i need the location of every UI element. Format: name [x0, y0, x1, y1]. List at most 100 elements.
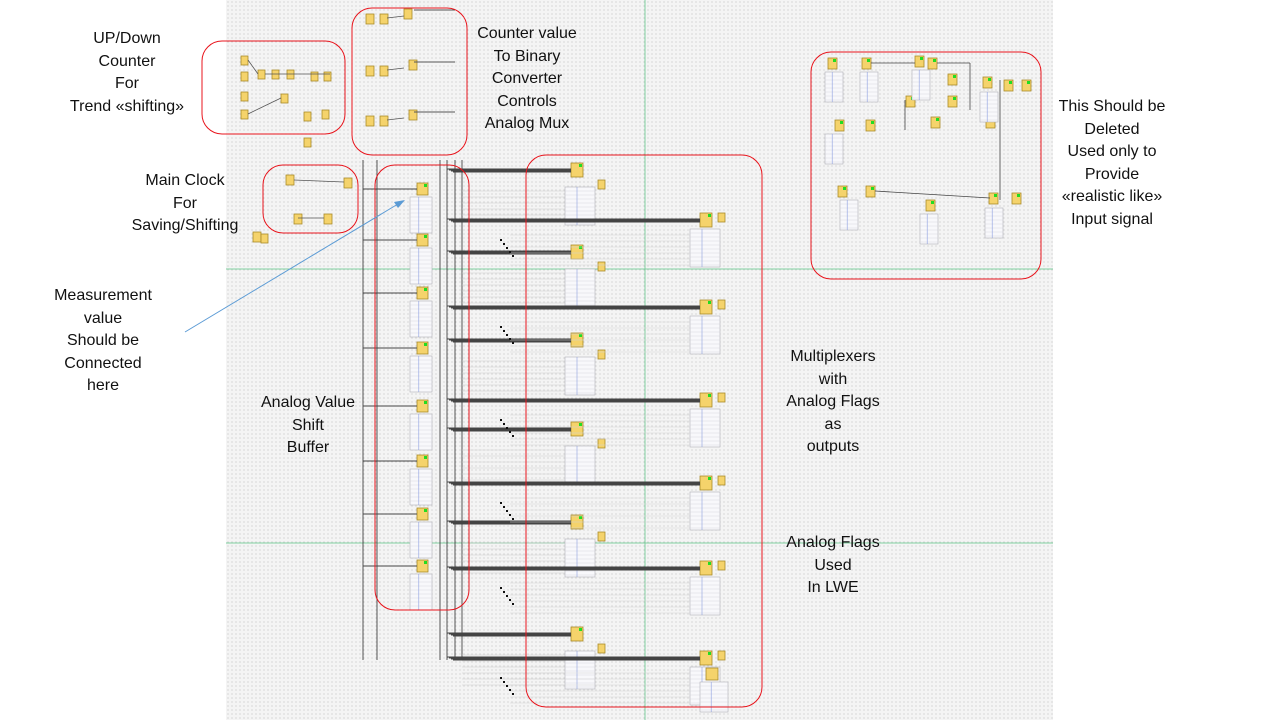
status-led: [579, 164, 582, 167]
note-line: For: [114, 75, 139, 92]
status-led: [871, 187, 874, 190]
parameter-table: [564, 445, 596, 485]
junction-dot: [512, 435, 514, 437]
status-led: [708, 394, 711, 397]
arrow-head: [394, 200, 405, 208]
junction-dot: [509, 431, 511, 433]
status-led: [1017, 194, 1020, 197]
circuit-diagram-canvas[interactable]: [226, 0, 1053, 720]
junction-dot: [506, 685, 508, 687]
status-led: [579, 246, 582, 249]
status-led: [931, 201, 934, 204]
parameter-table: [839, 199, 859, 231]
status-led: [1027, 81, 1030, 84]
parameter-table: [859, 71, 879, 103]
parameter-table: [409, 355, 433, 393]
function-block: [286, 69, 295, 80]
junction-dot: [503, 243, 505, 245]
junction-dot: [506, 247, 508, 249]
highlight-box: [525, 154, 763, 708]
note-line: For: [172, 194, 197, 212]
note-line: Main Clock: [145, 172, 225, 189]
status-led: [579, 334, 582, 337]
wire: [247, 59, 259, 75]
wire: [386, 67, 405, 71]
junction-dot: [503, 681, 505, 683]
parameter-table: [409, 521, 433, 559]
junction-dot: [509, 251, 511, 253]
status-led: [579, 516, 582, 519]
status-led: [708, 214, 711, 217]
function-block: [597, 643, 606, 654]
status-led: [579, 423, 582, 426]
note-line: Used only to: [1067, 143, 1157, 160]
wire: [386, 117, 405, 121]
note-line: Measurement: [54, 287, 152, 304]
junction-dot: [512, 603, 514, 605]
function-block: [293, 213, 303, 225]
parameter-table: [409, 300, 433, 338]
note-line: Deleted: [1084, 120, 1140, 138]
junction-dot: [506, 595, 508, 597]
function-block: [947, 73, 958, 86]
status-led: [424, 184, 427, 187]
junction-dot: [506, 510, 508, 512]
note-line: To Binary: [493, 47, 561, 65]
note-line: as: [824, 415, 842, 433]
note-line: Provide: [1084, 165, 1140, 183]
function-block: [597, 179, 606, 190]
function-block: [597, 438, 606, 449]
status-led: [424, 288, 427, 291]
status-led: [936, 118, 939, 121]
wire: [874, 190, 991, 199]
status-led: [867, 59, 870, 62]
note-line: with: [818, 370, 848, 388]
highlight-box: [810, 51, 1042, 280]
function-block: [925, 199, 936, 212]
function-block: [914, 55, 925, 68]
status-led: [953, 97, 956, 100]
note-line: Should be: [66, 332, 140, 349]
note-line: Connected: [64, 354, 142, 372]
function-block: [717, 299, 726, 310]
function-block: [323, 213, 333, 225]
parameter-table: [979, 91, 999, 123]
status-led: [424, 456, 427, 459]
status-led: [953, 75, 956, 78]
junction-dot: [500, 502, 502, 504]
function-block: [408, 109, 418, 121]
highlight-box: [351, 7, 468, 156]
function-block: [1011, 192, 1022, 205]
junction-dot: [512, 518, 514, 520]
status-led: [708, 477, 711, 480]
parameter-table: [824, 133, 844, 165]
function-block: [865, 119, 876, 132]
junction-dot: [500, 587, 502, 589]
note-line: Multiplexers: [790, 348, 876, 365]
function-block: [597, 349, 606, 360]
function-block: [379, 13, 389, 25]
function-block: [597, 531, 606, 542]
function-block: [717, 392, 726, 403]
parameter-table: [689, 228, 721, 268]
note-line: This Should be: [1058, 98, 1166, 115]
function-block: [365, 65, 375, 77]
function-block: [717, 475, 726, 486]
connection-arrow: [184, 203, 399, 333]
parameter-table: [409, 468, 433, 506]
status-led: [424, 343, 427, 346]
function-block: [240, 109, 249, 120]
function-block: [252, 231, 262, 243]
junction-dot: [503, 591, 505, 593]
note-line: Counter: [98, 52, 156, 70]
function-block: [597, 261, 606, 272]
status-led: [1009, 81, 1012, 84]
parameter-table: [689, 491, 721, 531]
parameter-table: [689, 576, 721, 616]
wire: [293, 179, 345, 183]
status-led: [579, 628, 582, 631]
function-block: [930, 116, 941, 129]
